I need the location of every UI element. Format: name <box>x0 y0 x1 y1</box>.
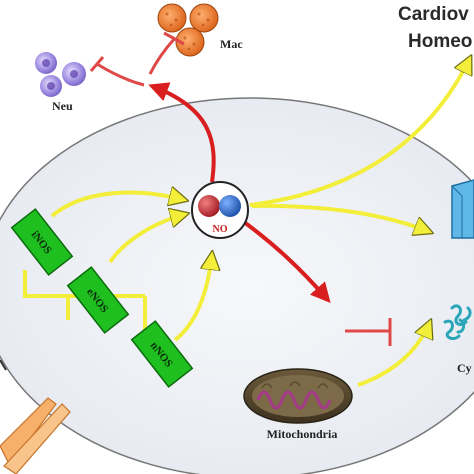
inos-to-no-arrow <box>50 193 185 218</box>
right-target-shape <box>451 179 474 239</box>
no-to-right-target-arrow <box>251 203 430 232</box>
no-to-mitochondria-arrow <box>242 220 331 304</box>
cardiovascular-homeostasis-title: Cardiov Homeo <box>398 4 472 52</box>
no-to-homeostasis-arrow <box>249 58 470 207</box>
inhibit-cytochrome-line <box>345 318 392 346</box>
no-molecule: NO <box>191 181 249 239</box>
no-to-immune-arrow <box>148 82 216 183</box>
enos-block: eNOS <box>66 266 130 334</box>
mac-label: Mac <box>220 37 243 51</box>
cytochrome-icon <box>443 304 472 340</box>
inhibit-neu-arrow <box>89 56 145 87</box>
neutrophil-cells <box>35 52 86 97</box>
mitochondria-label: Mitochondria <box>267 427 338 441</box>
title-line-2: Homeo <box>408 31 472 52</box>
nnos-block: nNOS <box>130 320 194 388</box>
mitochondria-icon <box>243 368 353 424</box>
no-label: NO <box>213 224 228 235</box>
macrophage-cells <box>157 3 219 57</box>
neu-label: Neu <box>52 99 73 113</box>
title-line-1: Cardiov <box>398 4 469 25</box>
enos-to-no-arrow <box>108 214 186 264</box>
inhibit-mac-arrow <box>148 31 185 75</box>
cy-label: Cy <box>457 361 472 375</box>
receptor-shape <box>0 359 71 474</box>
nnos-to-no-arrow <box>173 254 212 342</box>
inos-block: iNOS <box>10 208 74 276</box>
mitochondria-to-cytochrome-arrow <box>357 322 430 387</box>
